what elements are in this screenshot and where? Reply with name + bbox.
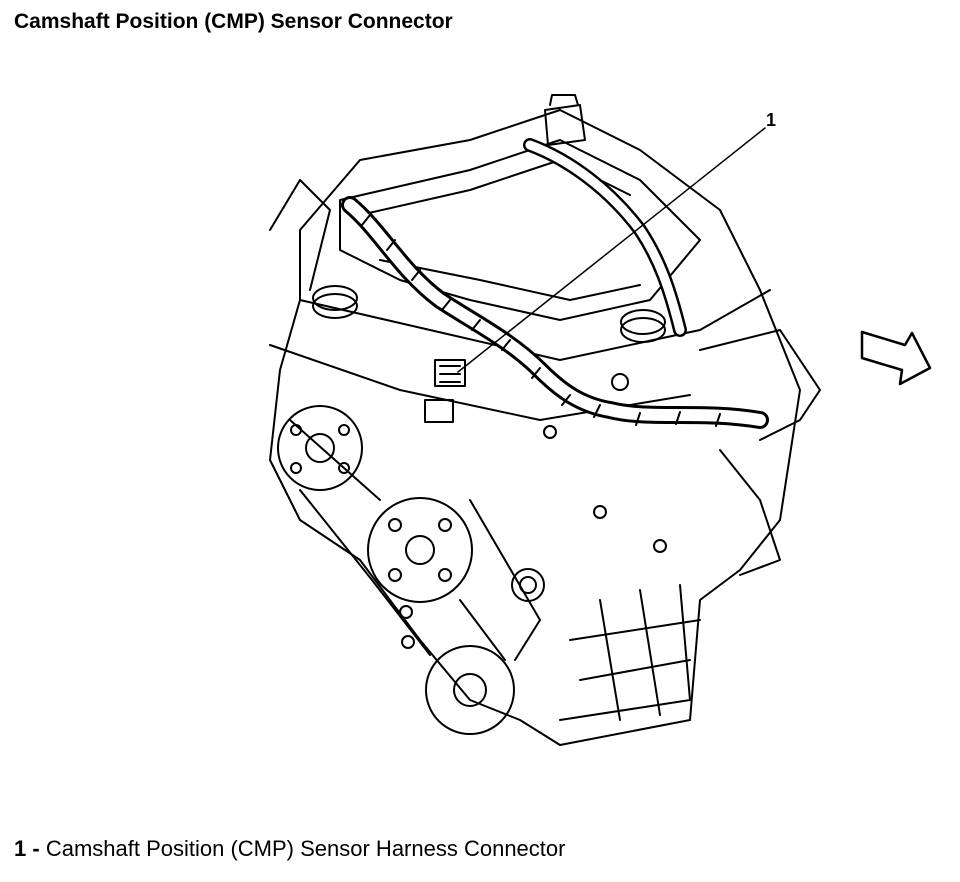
oil-cap-right	[620, 309, 666, 335]
pulley-upper-left	[277, 405, 363, 491]
legend-number: 1	[14, 836, 27, 861]
top-sensor	[544, 104, 586, 146]
callout-number-1: 1	[766, 110, 776, 130]
legend-description: Camshaft Position (CMP) Sensor Harness C…	[45, 836, 566, 861]
page-title: Camshaft Position (CMP) Sensor Connector	[14, 10, 453, 33]
front-direction-arrow-icon	[860, 330, 932, 386]
callout-legend: 1 - Camshaft Position (CMP) Sensor Harne…	[14, 836, 565, 862]
engine-block-outline	[269, 109, 801, 746]
legend-separator: -	[32, 836, 40, 861]
water-pump-pulley	[367, 497, 473, 603]
engine-illustration: 1	[269, 94, 932, 746]
callout-leader-1	[457, 127, 766, 373]
oil-cap-left	[312, 285, 358, 311]
crankshaft-pulley	[425, 645, 515, 735]
drive-belt	[289, 419, 541, 661]
